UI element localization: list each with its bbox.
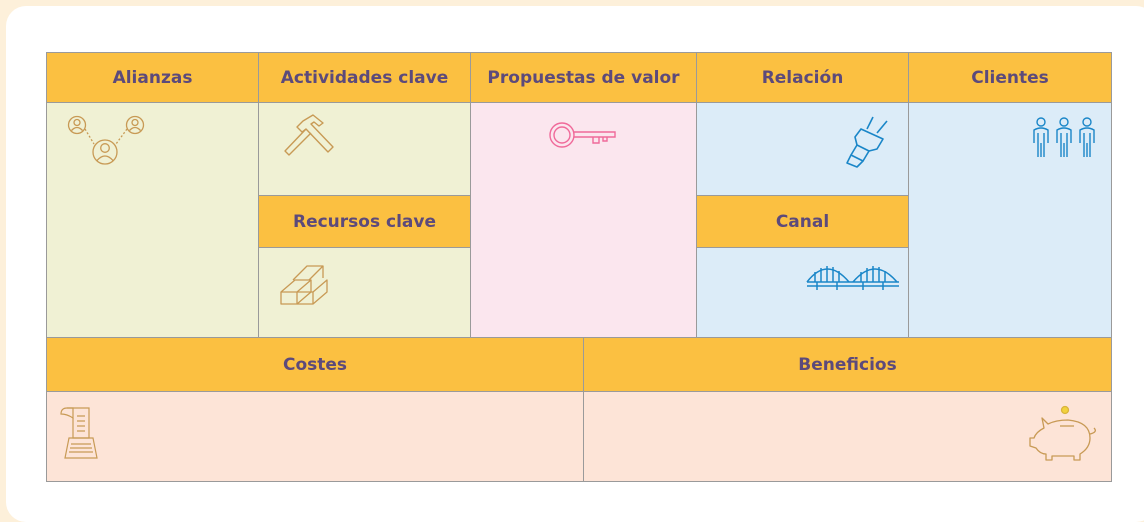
canal-section	[696, 247, 909, 338]
hammer-icon	[281, 113, 337, 159]
beneficios-section	[583, 391, 1112, 482]
alianzas-header: Alianzas	[46, 52, 259, 103]
costes-section	[46, 391, 584, 482]
alianzas-section	[46, 102, 259, 338]
bridge-icon	[805, 262, 901, 292]
propuestas-section	[470, 102, 697, 338]
plug-icon	[846, 113, 893, 169]
key-icon	[549, 121, 619, 151]
bricks-icon	[277, 260, 333, 310]
recursos-header: Recursos clave	[258, 195, 471, 248]
actividades-header: Actividades clave	[258, 52, 471, 103]
propuestas-header: Propuestas de valor	[470, 52, 697, 103]
piggy-bank-icon	[1029, 404, 1098, 461]
recursos-section	[258, 247, 471, 338]
relacion-header: Relación	[696, 52, 909, 103]
actividades-section	[258, 102, 471, 196]
clientes-header: Clientes	[908, 52, 1112, 103]
relacion-section	[696, 102, 909, 196]
costes-header: Costes	[46, 337, 584, 392]
clientes-section	[908, 102, 1112, 338]
beneficios-header: Beneficios	[583, 337, 1112, 392]
cash-register-icon	[59, 404, 103, 460]
people-group-icon	[1031, 117, 1097, 159]
network-people-icon	[67, 115, 147, 171]
canal-header: Canal	[696, 195, 909, 248]
